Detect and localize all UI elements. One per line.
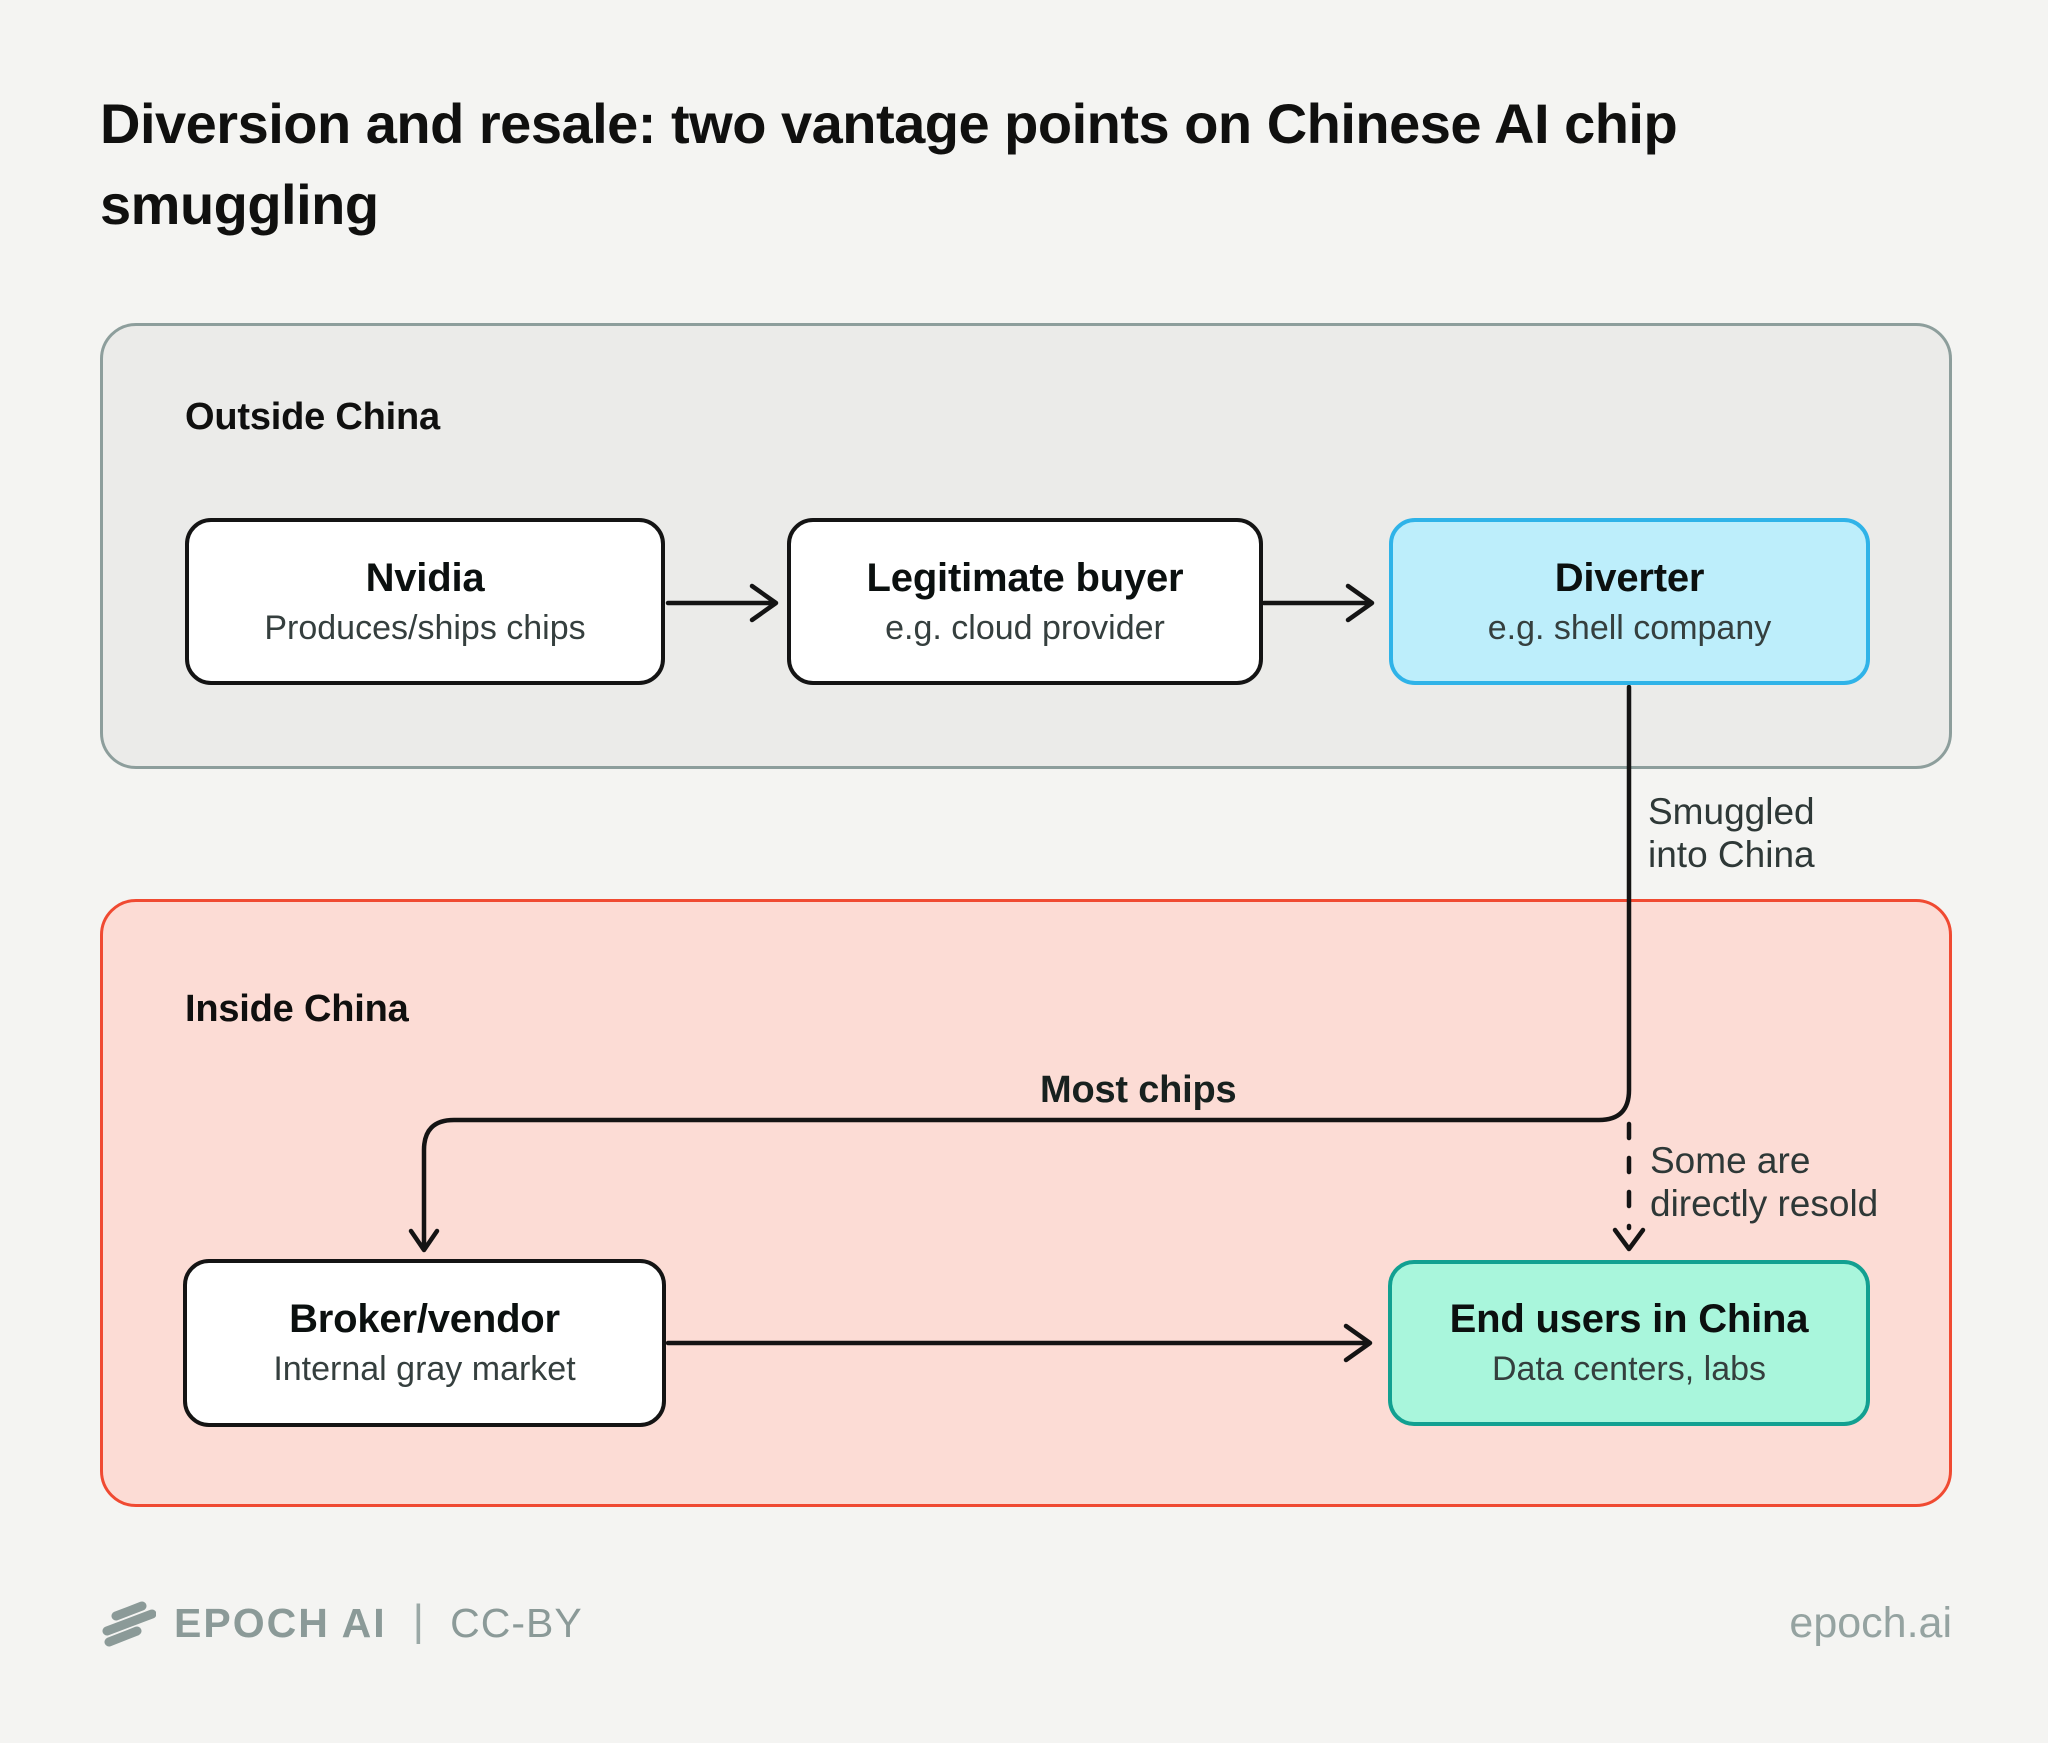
node-end-users-subtitle: Data centers, labs	[1491, 1350, 1767, 1389]
page-title-line2: smuggling	[100, 172, 379, 236]
page-title: Diversion and resale: two vantage points…	[100, 84, 1960, 245]
node-broker-vendor-subtitle: Internal gray market	[273, 1350, 576, 1389]
node-end-users-in-china: End users in China Data centers, labs	[1388, 1260, 1870, 1426]
footer-site-url: epoch.ai	[1789, 1598, 1952, 1647]
edge-label-smuggled-into-china: Smuggled into China	[1648, 791, 1815, 875]
node-diverter-title: Diverter	[1554, 555, 1705, 600]
epoch-ai-logo-icon	[102, 1601, 156, 1647]
node-legitimate-buyer-subtitle: e.g. cloud provider	[885, 608, 1165, 647]
node-diverter: Diverter e.g. shell company	[1389, 518, 1870, 685]
node-end-users-title: End users in China	[1449, 1297, 1809, 1342]
footer-separator: |	[412, 1596, 425, 1645]
node-broker-vendor-title: Broker/vendor	[289, 1297, 560, 1342]
region-inside-china-label: Inside China	[185, 988, 409, 1030]
node-legitimate-buyer-title: Legitimate buyer	[866, 555, 1184, 600]
page-title-line1: Diversion and resale: two vantage points…	[100, 92, 1678, 155]
footer-license: CC-BY	[450, 1599, 583, 1646]
footer: EPOCH AI | CC-BY epoch.ai	[100, 1588, 1952, 1658]
region-outside-china-label: Outside China	[185, 396, 440, 438]
edge-label-some-directly-resold: Some are directly resold	[1650, 1140, 1879, 1224]
footer-brand: EPOCH AI	[174, 1599, 387, 1646]
node-nvidia: Nvidia Produces/ships chips	[185, 518, 665, 685]
node-nvidia-subtitle: Produces/ships chips	[264, 608, 586, 647]
node-nvidia-title: Nvidia	[365, 555, 485, 600]
node-broker-vendor: Broker/vendor Internal gray market	[183, 1259, 666, 1427]
node-legitimate-buyer: Legitimate buyer e.g. cloud provider	[787, 518, 1263, 685]
edge-label-most-chips: Most chips	[1040, 1069, 1237, 1111]
node-diverter-subtitle: e.g. shell company	[1487, 608, 1772, 647]
